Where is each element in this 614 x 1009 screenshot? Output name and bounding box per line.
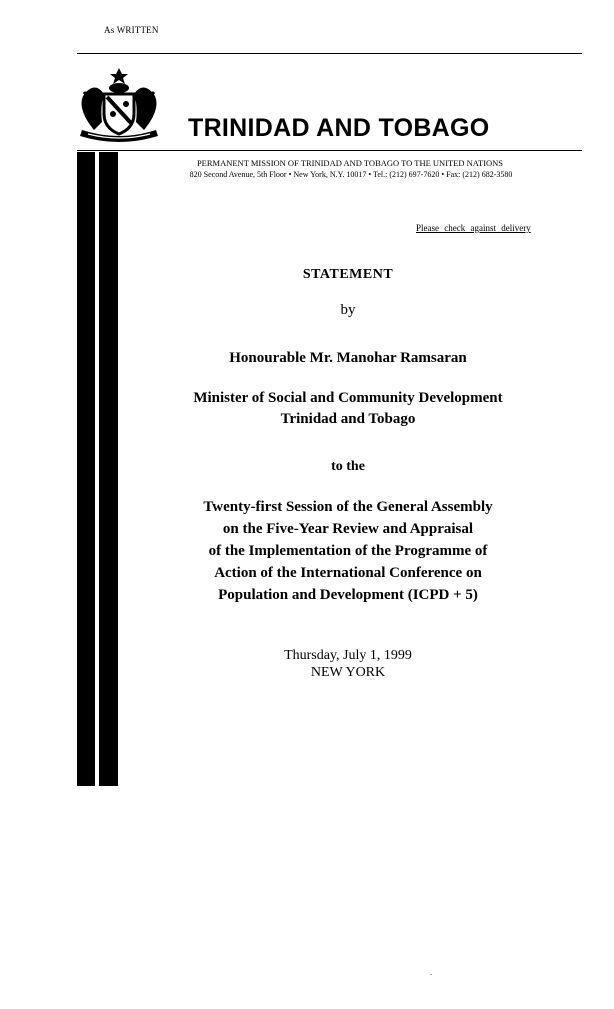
mission-line: PERMANENT MISSION OF TRINIDAD AND TOBAGO…: [196, 158, 504, 168]
speaker-title-line: Minister of Social and Community Develop…: [193, 390, 503, 406]
statement-heading: STATEMENT: [302, 267, 394, 282]
country-title: TRINIDAD AND TOBAGO: [188, 114, 490, 142]
session-line: Twenty-first Session of the General Asse…: [203, 499, 493, 515]
speaker-country-line: Trinidad and Tobago: [280, 411, 416, 427]
address-line: 820 Second Avenue, 5th Floor • New York,…: [189, 170, 513, 179]
margin-bar-left: [77, 152, 95, 786]
session-description: Twenty-first Session of the General Asse…: [110, 496, 586, 606]
session-line: on the Five-Year Review and Appraisal: [222, 521, 474, 537]
session-line: Population and Development (ICPD + 5): [218, 587, 478, 603]
delivery-note: Please check against delivery: [416, 223, 531, 233]
as-written-stamp: As WRITTEN: [104, 25, 159, 35]
place-line: NEW YORK: [310, 665, 386, 680]
session-line: Action of the International Conference o…: [214, 565, 482, 581]
top-rule: [77, 53, 582, 54]
coat-of-arms-icon: [80, 68, 158, 142]
margin-bar-right: [99, 152, 118, 786]
date-place: Thursday, July 1, 1999 NEW YORK: [110, 647, 586, 681]
session-line: of the Implementation of the Programme o…: [208, 543, 488, 559]
date-line: Thursday, July 1, 1999: [284, 648, 412, 663]
header-rule: [77, 150, 582, 151]
footer-mark: .: [430, 968, 432, 977]
by-line: by: [340, 302, 356, 318]
speaker-title: Minister of Social and Community Develop…: [110, 388, 586, 430]
to-the-line: to the: [331, 459, 365, 474]
speaker-name: Honourable Mr. Manohar Ramsaran: [229, 350, 467, 366]
